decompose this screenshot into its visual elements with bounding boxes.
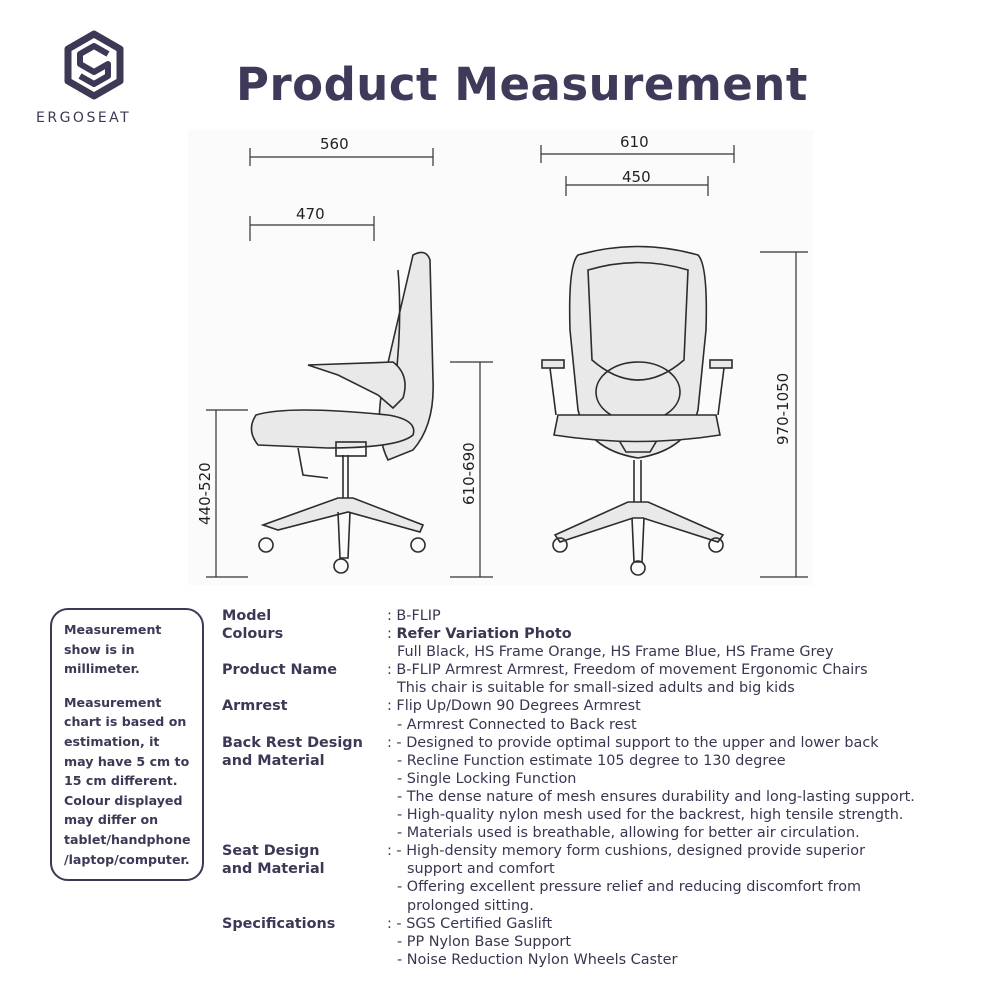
spec-label: Armrest <box>222 698 288 715</box>
spec-list: Model : B-FLIP Colours : Refer Variation… <box>222 607 982 969</box>
spec-value-line: - Materials used is breathable, allowing… <box>397 825 860 842</box>
spec-value-line: prolonged sitting. <box>407 897 534 914</box>
spec-label: Seat Design <box>222 843 320 860</box>
chair-front-view <box>541 245 733 576</box>
spec-colon: : <box>387 626 397 643</box>
dim-label-total-height: 970-1050 <box>774 373 792 445</box>
brand-logo: ERGOSEAT <box>36 30 156 130</box>
spec-value-line: - Recline Function estimate 105 degree t… <box>397 752 786 769</box>
spec-label: Model <box>222 608 272 624</box>
dim-total-height: 970-1050 <box>760 251 808 578</box>
dim-label-arm-height: 610-690 <box>460 442 478 505</box>
dim-seat-depth: 470 <box>249 205 375 241</box>
spec-colour-list: Full Black, HS Frame Orange, HS Frame Bl… <box>397 644 834 661</box>
chair-drawing: 560 470 440-520 610-690 <box>196 133 808 578</box>
spec-value: : B-FLIP Armrest Armrest, Freedom of mov… <box>387 662 868 679</box>
spec-value: : B-FLIP <box>387 608 441 624</box>
spec-label: Product Name <box>222 662 338 679</box>
note-units: Measurement show is in millimeter. <box>64 622 162 677</box>
dim-arm-height: 610-690 <box>450 361 493 578</box>
spec-row-colours: Colours : Refer Variation Photo <box>222 625 982 643</box>
spec-value-line: This chair is suitable for small-sized a… <box>397 680 795 697</box>
dim-seat-height: 440-520 <box>196 409 248 578</box>
spec-row-model: Model : B-FLIP <box>222 607 982 625</box>
spec-value: : - High-density memory form cushions, d… <box>387 843 866 860</box>
spec-row-product-name: Product Name : B-FLIP Armrest Armrest, F… <box>222 661 982 679</box>
spec-value: Refer Variation Photo <box>396 626 572 643</box>
dim-label-overall-width: 610 <box>620 133 649 151</box>
spec-value-line: support and comfort <box>407 861 555 878</box>
dim-seat-width: 450 <box>565 168 709 196</box>
ergoseat-logo-icon <box>64 30 124 100</box>
measurement-note: Measurement show is in millimeter. Measu… <box>50 608 204 881</box>
note-disclaimer: Measurement chart is based on estimation… <box>64 694 191 867</box>
spec-row-armrest: Armrest : Flip Up/Down 90 Degrees Armres… <box>222 697 982 715</box>
measurement-diagram: 560 470 440-520 610-690 <box>188 130 813 585</box>
spec-value-line: - Armrest Connected to Back rest <box>397 716 637 733</box>
spec-value-line: - Single Locking Function <box>397 770 577 787</box>
spec-value-line: - PP Nylon Base Support <box>397 933 571 950</box>
spec-value: : - Designed to provide optimal support … <box>387 734 879 751</box>
spec-label: and Material <box>222 861 325 878</box>
dim-label-seat-width: 450 <box>622 168 651 186</box>
dim-overall-width: 610 <box>540 133 735 163</box>
spec-label: and Material <box>222 752 325 769</box>
chair-side-view <box>250 251 434 574</box>
spec-row-specifications: Specifications : - SGS Certified Gaslift <box>222 915 982 933</box>
spec-value: : - SGS Certified Gaslift <box>387 915 553 932</box>
spec-label: Colours <box>222 626 284 643</box>
brand-name: ERGOSEAT <box>36 110 132 126</box>
spec-label: Specifications <box>222 915 336 932</box>
spec-row-seat: Seat Design : - High-density memory form… <box>222 842 982 860</box>
dim-label-seat-depth: 470 <box>296 205 325 223</box>
spec-value: : Flip Up/Down 90 Degrees Armrest <box>387 698 641 715</box>
spec-row-back-rest: Back Rest Design : - Designed to provide… <box>222 734 982 752</box>
dim-label-seat-height: 440-520 <box>196 462 214 525</box>
spec-value-line: - The dense nature of mesh ensures durab… <box>397 788 915 805</box>
spec-label: Back Rest Design <box>222 734 363 751</box>
spec-value-line: - Noise Reduction Nylon Wheels Caster <box>397 951 678 968</box>
spec-value-line: - Offering excellent pressure relief and… <box>397 879 862 896</box>
spec-value-line: - High-quality nylon mesh used for the b… <box>397 807 904 824</box>
dim-overall-depth: 560 <box>249 135 434 166</box>
page-title: Product Measurement <box>236 58 808 111</box>
dim-label-overall-depth: 560 <box>320 135 349 153</box>
